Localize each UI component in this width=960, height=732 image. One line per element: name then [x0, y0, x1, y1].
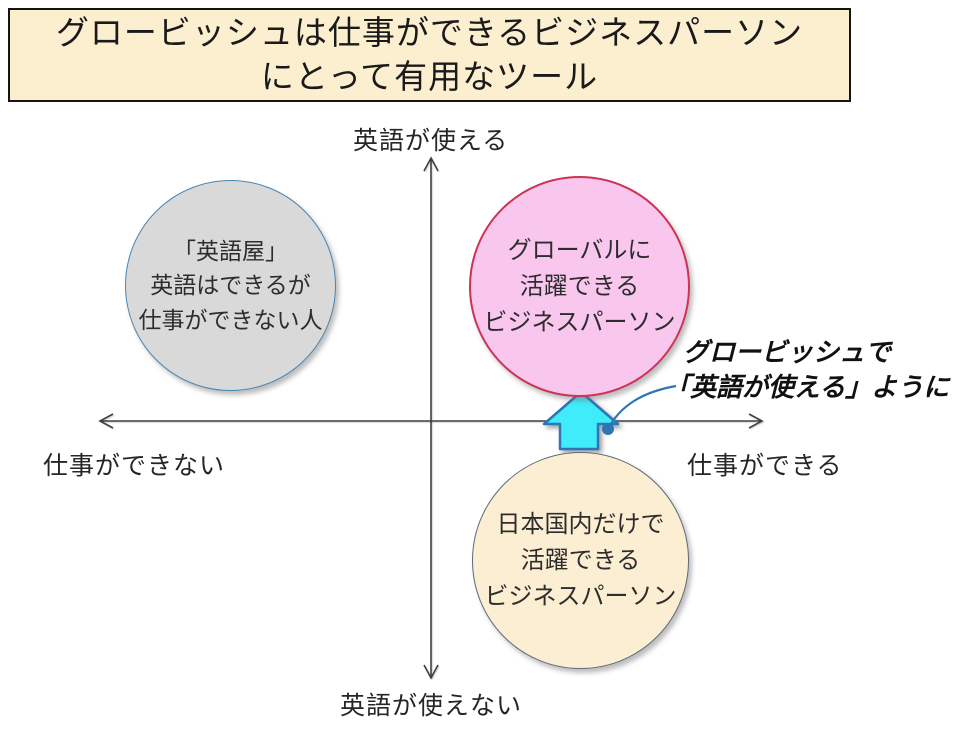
circle-global-business: グローバルに 活躍できる ビジネスパーソン: [469, 176, 690, 397]
callout-connector: [602, 384, 677, 435]
circle-domestic-business: 日本国内だけで 活躍できる ビジネスパーソン: [472, 452, 689, 669]
arrowhead-right-icon: [748, 413, 764, 429]
axis-label-work-ok: 仕事ができる: [687, 452, 843, 480]
horizontal-axis: [98, 413, 764, 429]
arrowhead-left-icon: [98, 413, 114, 429]
page-title: グロービッシュは仕事ができるビジネスパーソン にとって有用なツール: [55, 14, 804, 95]
axis-label-english-ok: 英語が使える: [353, 127, 509, 155]
annotation-line1: グロービッシュで: [683, 337, 892, 367]
arrowhead-up-icon: [423, 156, 439, 172]
globish-annotation: グロービッシュで 「英語が使える」ように: [664, 335, 949, 405]
circle-english-shop-label: 「英語屋」 英語はできるが 仕事ができない人: [138, 237, 323, 333]
circle-english-shop: 「英語屋」 英語はできるが 仕事ができない人: [125, 180, 336, 391]
annotation-line2: 「英語が使える」ように: [664, 372, 950, 402]
axis-label-english-ng: 英語が使えない: [340, 692, 523, 720]
axis-label-work-ng: 仕事ができない: [43, 452, 226, 480]
arrowhead-down-icon: [423, 664, 439, 680]
vertical-axis: [423, 156, 439, 680]
up-block-arrow-icon: [542, 390, 620, 451]
circle-global-business-label: グローバルに 活躍できる ビジネスパーソン: [483, 236, 676, 336]
title-box: グロービッシュは仕事ができるビジネスパーソン にとって有用なツール: [8, 8, 851, 102]
callout-dot-icon: [602, 423, 614, 435]
circle-domestic-business-label: 日本国内だけで 活躍できる ビジネスパーソン: [484, 510, 677, 610]
